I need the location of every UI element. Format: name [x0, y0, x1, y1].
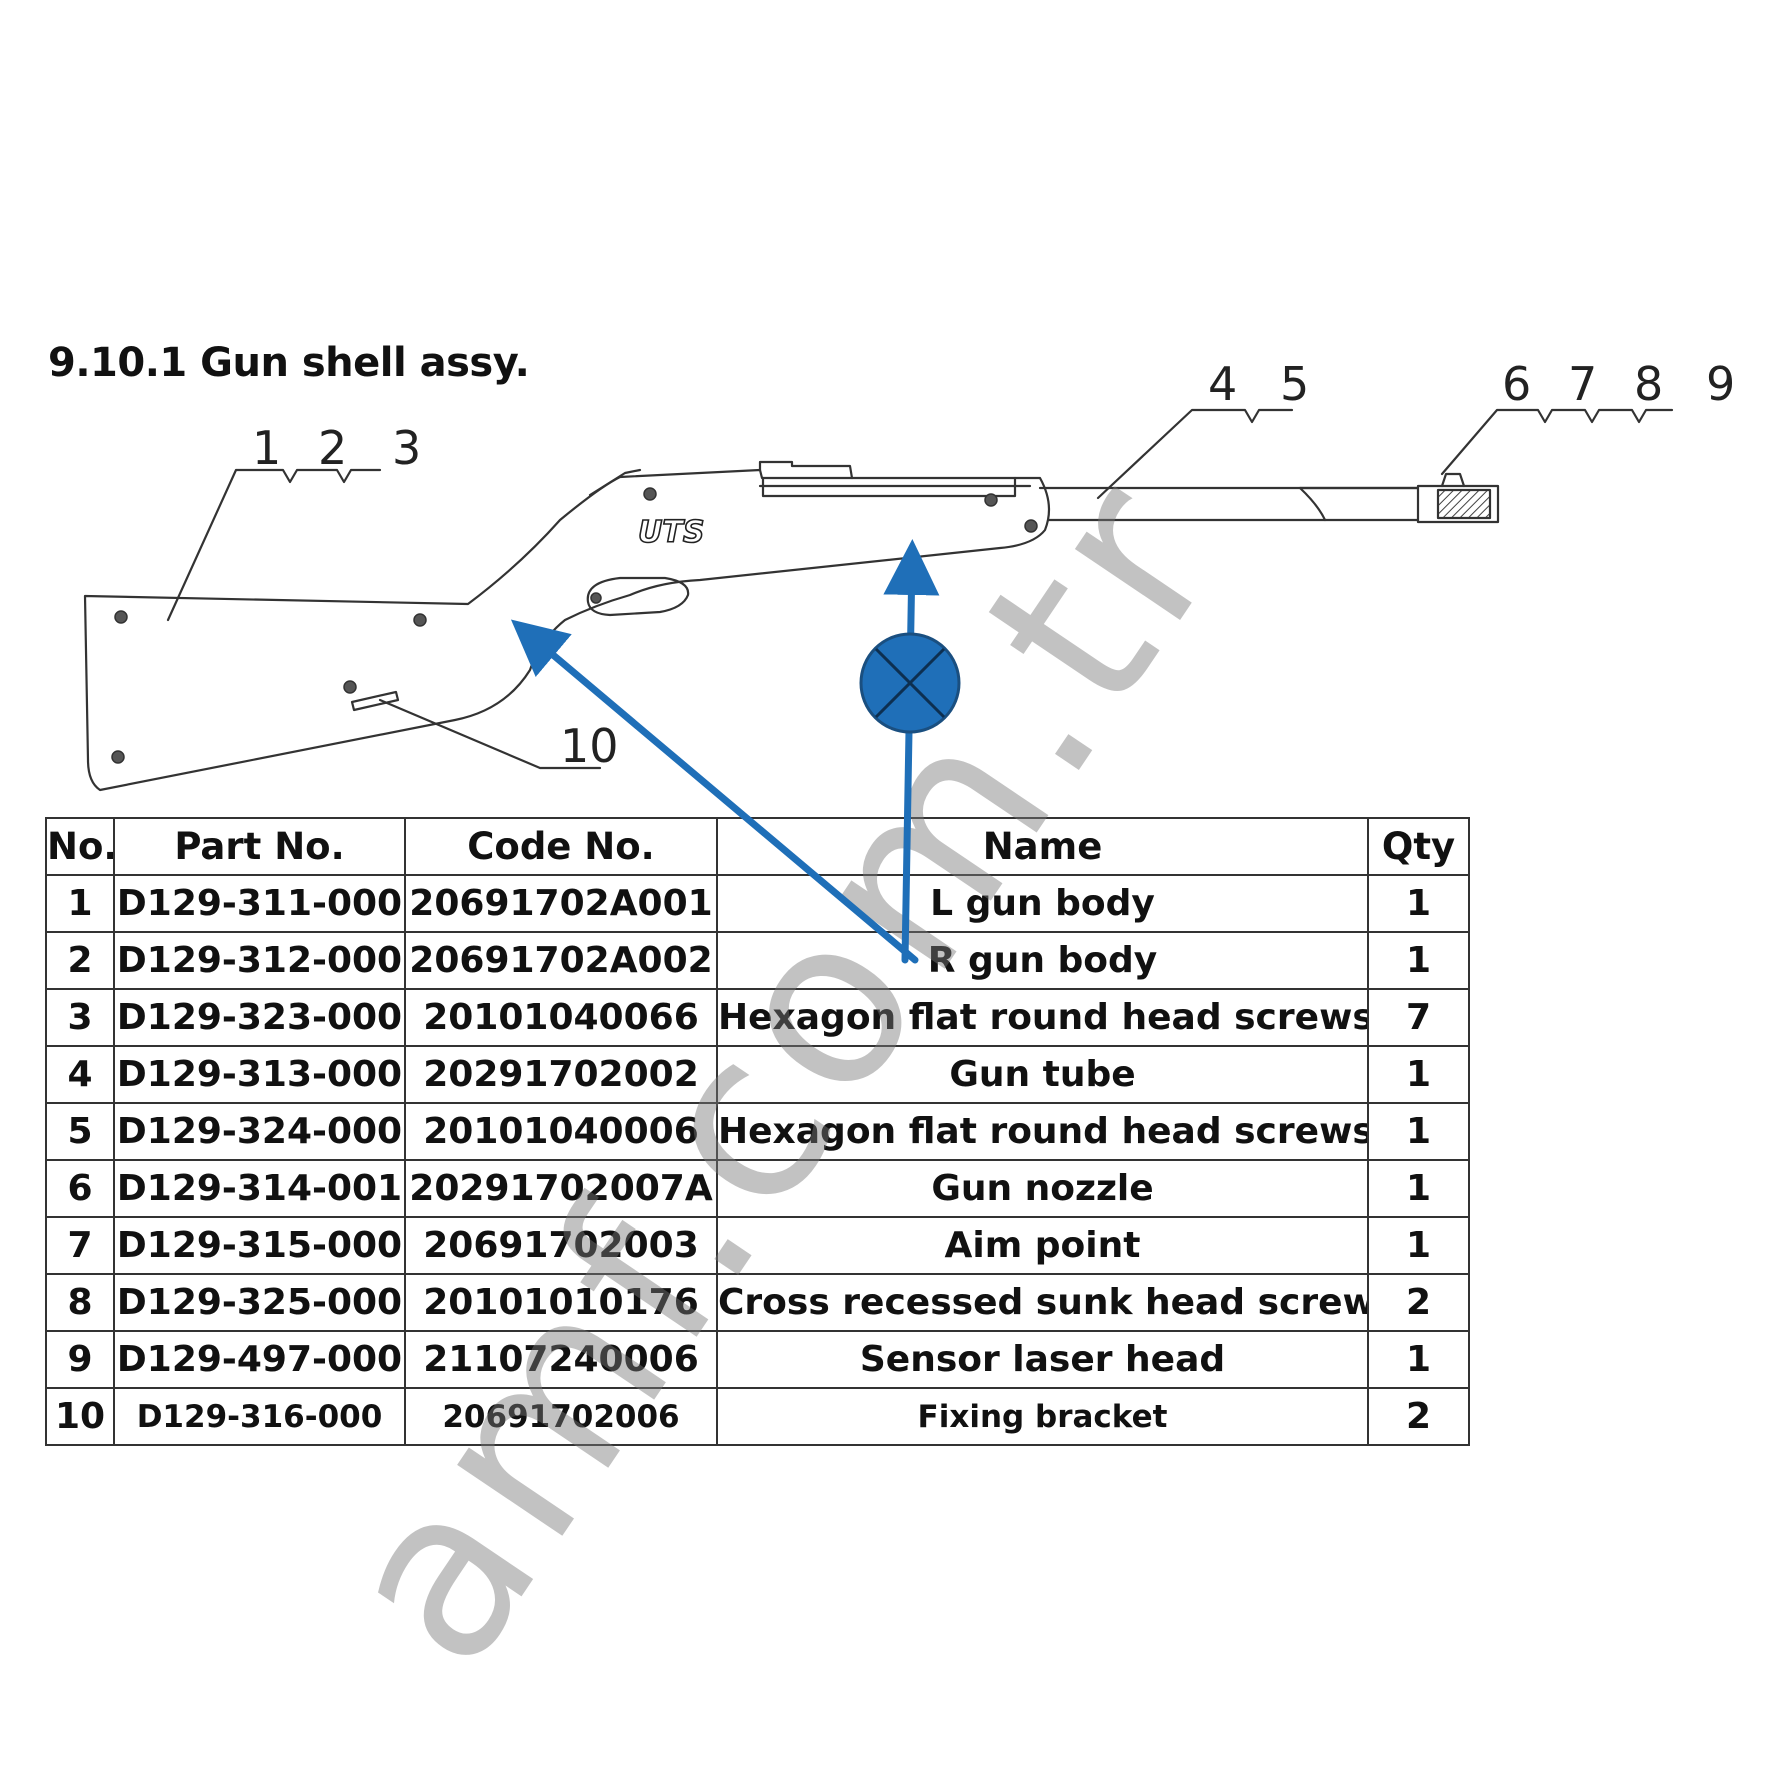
table-header-row: No. Part No. Code No. Name Qty	[45, 817, 1470, 876]
cell-no: 3	[45, 988, 115, 1047]
cell-qty: 1	[1367, 1102, 1470, 1161]
cell-part-no: D129-312-000	[113, 931, 406, 990]
header-part-no: Part No.	[113, 817, 406, 876]
cell-no: 9	[45, 1330, 115, 1389]
cell-no: 8	[45, 1273, 115, 1332]
cell-no: 7	[45, 1216, 115, 1275]
table-row: 4 D129-313-000 20291702002 Gun tube 1	[45, 1045, 1470, 1104]
cell-name: Aim point	[716, 1216, 1369, 1275]
cell-code-no: 20691702006	[404, 1387, 718, 1446]
cell-part-no: D129-313-000	[113, 1045, 406, 1104]
cell-qty: 1	[1367, 931, 1470, 990]
gun-tube	[1038, 486, 1422, 522]
callout-5: 5	[1280, 357, 1309, 411]
cell-no: 2	[45, 931, 115, 990]
cell-name: Hexagon flat round head screws	[716, 988, 1369, 1047]
cell-qty: 1	[1367, 1216, 1470, 1275]
cell-no: 10	[45, 1387, 115, 1446]
callout-9: 9	[1706, 357, 1735, 411]
cell-name: Gun nozzle	[716, 1159, 1369, 1218]
cell-qty: 7	[1367, 988, 1470, 1047]
trigger-guard	[586, 576, 690, 617]
cell-code-no: 20291702002	[404, 1045, 718, 1104]
cell-name: Hexagon flat round head screws	[716, 1102, 1369, 1161]
table-row: 7 D129-315-000 20691702003 Aim point 1	[45, 1216, 1470, 1275]
table-row: 3 D129-323-000 20101040066 Hexagon flat …	[45, 988, 1470, 1047]
cell-qty: 1	[1367, 1045, 1470, 1104]
cell-code-no: 20101010176	[404, 1273, 718, 1332]
callout-3: 3	[392, 421, 421, 475]
cell-code-no: 20291702007A	[404, 1159, 718, 1218]
table-row: 1 D129-311-000 20691702A001 L gun body 1	[45, 874, 1470, 933]
cell-part-no: D129-316-000	[113, 1387, 406, 1446]
cell-name: Gun tube	[716, 1045, 1369, 1104]
cell-part-no: D129-311-000	[113, 874, 406, 933]
cell-no: 6	[45, 1159, 115, 1218]
cell-name: Cross recessed sunk head screw	[716, 1273, 1369, 1332]
page-title: 9.10.1 Gun shell assy.	[48, 340, 530, 386]
cell-qty: 1	[1367, 874, 1470, 933]
cell-qty: 1	[1367, 1330, 1470, 1389]
gun-body-outline	[83, 468, 1051, 792]
cell-part-no: D129-315-000	[113, 1216, 406, 1275]
cell-name: Sensor laser head	[716, 1330, 1369, 1389]
cell-no: 1	[45, 874, 115, 933]
header-no: No.	[45, 817, 115, 876]
cell-part-no: D129-325-000	[113, 1273, 406, 1332]
header-qty: Qty	[1367, 817, 1470, 876]
cell-part-no: D129-497-000	[113, 1330, 406, 1389]
cell-name: L gun body	[716, 874, 1369, 933]
top-rail	[758, 460, 854, 480]
table-row: 8 D129-325-000 20101010176 Cross recesse…	[45, 1273, 1470, 1332]
cell-part-no: D129-314-001	[113, 1159, 406, 1218]
screws	[111, 487, 1038, 764]
callout-8: 8	[1634, 357, 1663, 411]
callout-4: 4	[1208, 357, 1237, 411]
table-row: 10 D129-316-000 20691702006 Fixing brack…	[45, 1387, 1470, 1446]
table-row: 9 D129-497-000 21107240006 Sensor laser …	[45, 1330, 1470, 1389]
callout-7: 7	[1568, 357, 1597, 411]
cell-code-no: 21107240006	[404, 1330, 718, 1389]
header-name: Name	[716, 817, 1369, 876]
callout-10: 10	[560, 719, 619, 773]
fixing-bracket	[350, 690, 400, 712]
cell-code-no: 20101040006	[404, 1102, 718, 1161]
table-row: 5 D129-324-000 20101040006 Hexagon flat …	[45, 1102, 1470, 1161]
callout-1: 1	[252, 421, 281, 475]
cell-no: 5	[45, 1102, 115, 1161]
table-row: 2 D129-312-000 20691702A002 R gun body 1	[45, 931, 1470, 990]
header-code-no: Code No.	[404, 817, 718, 876]
cell-name: Fixing bracket	[716, 1387, 1369, 1446]
cell-code-no: 20691702003	[404, 1216, 718, 1275]
callout-6: 6	[1502, 357, 1531, 411]
cell-code-no: 20691702A002	[404, 931, 718, 990]
cell-code-no: 20101040066	[404, 988, 718, 1047]
cell-qty: 1	[1367, 1159, 1470, 1218]
parts-table: No. Part No. Code No. Name Qty 1 D129-31…	[45, 817, 1470, 1446]
table-row: 6 D129-314-001 20291702007A Gun nozzle 1	[45, 1159, 1470, 1218]
cell-code-no: 20691702A001	[404, 874, 718, 933]
brand-logo: UTS	[638, 515, 704, 550]
cell-no: 4	[45, 1045, 115, 1104]
cell-qty: 2	[1367, 1273, 1470, 1332]
cell-part-no: D129-323-000	[113, 988, 406, 1047]
cell-qty: 2	[1367, 1387, 1470, 1446]
cell-name: R gun body	[716, 931, 1369, 990]
callout-2: 2	[318, 421, 347, 475]
cell-part-no: D129-324-000	[113, 1102, 406, 1161]
